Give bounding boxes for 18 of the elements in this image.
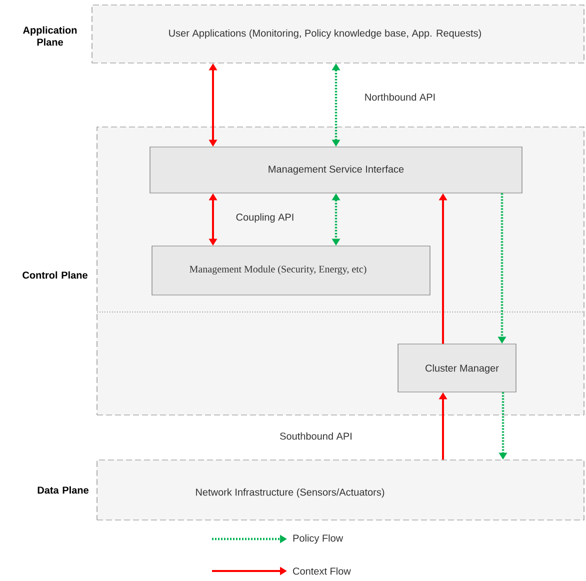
box-label: User Applications (Monitoring, Policy knowledge base, App. Requests)	[169, 29, 481, 39]
box-label: Management Service Interface	[268, 165, 404, 175]
plane-band	[92, 4, 584, 64]
legend-label: Policy Flow	[293, 534, 344, 544]
process-box	[152, 246, 430, 296]
legend-label: Context Flow	[293, 567, 351, 575]
box-label: Management Module (Security, Energy, etc)	[190, 265, 366, 275]
box-label: Cluster Manager	[426, 364, 499, 374]
plane-band	[96, 460, 584, 520]
process-box	[398, 344, 516, 392]
api-label: Southbound API	[280, 432, 352, 440]
process-box	[150, 146, 522, 194]
plane-heading: Application Plane	[23, 26, 77, 46]
plane-heading: Data Plane	[38, 486, 88, 494]
box-label: Network Infrastructure (Sensors/Actuators)	[196, 488, 384, 498]
api-label: Northbound API	[365, 93, 435, 101]
api-label: Coupling API	[236, 213, 294, 223]
plane-heading: Control Plane	[22, 271, 88, 279]
